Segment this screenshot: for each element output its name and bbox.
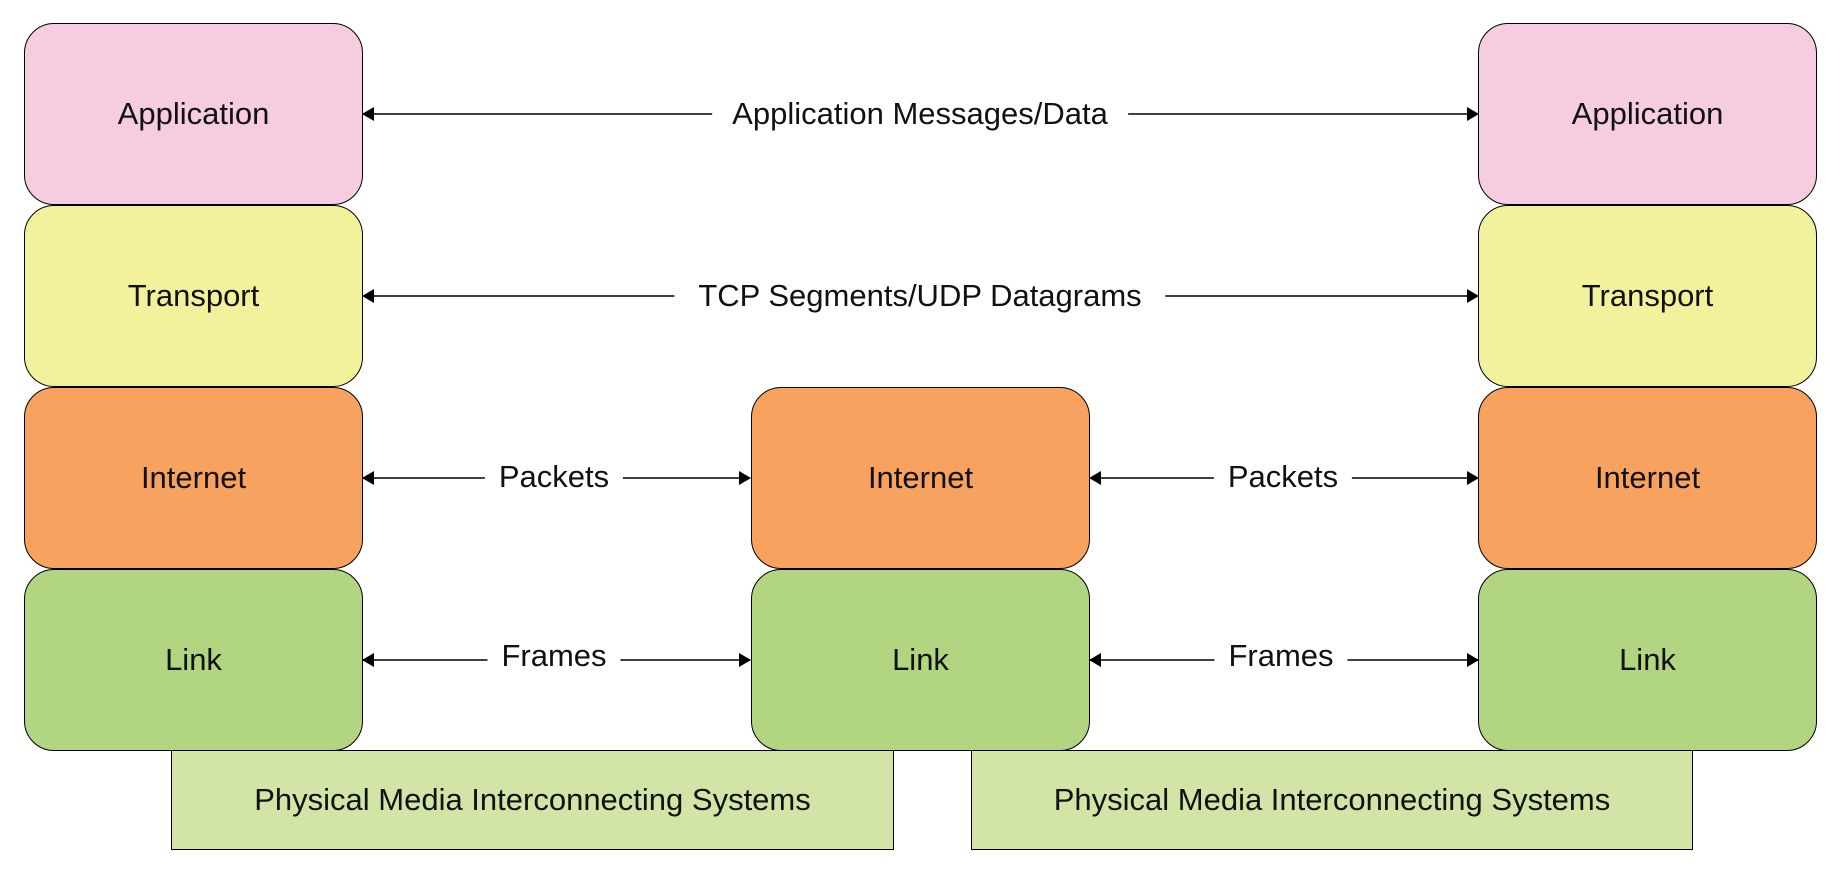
right-application-layer: Application <box>1478 23 1817 205</box>
packets-right-label: Packets <box>1213 459 1353 495</box>
middle-internet-layer: Internet <box>751 387 1090 569</box>
right-link-layer: Link <box>1478 569 1817 751</box>
right-internet-layer: Internet <box>1478 387 1817 569</box>
middle-link-layer: Link <box>751 569 1090 751</box>
left-link-layer: Link <box>24 569 363 751</box>
left-application-layer: Application <box>24 23 363 205</box>
frames-right-label: Frames <box>1214 638 1348 674</box>
application-messages-label: Application Messages/Data <box>712 96 1128 132</box>
transport-segments-label: TCP Segments/UDP Datagrams <box>674 278 1166 314</box>
physical-media-left: Physical Media Interconnecting Systems <box>171 750 894 850</box>
packets-left-label: Packets <box>484 459 624 495</box>
right-transport-layer: Transport <box>1478 205 1817 387</box>
physical-media-right: Physical Media Interconnecting Systems <box>971 750 1693 850</box>
left-internet-layer: Internet <box>24 387 363 569</box>
left-transport-layer: Transport <box>24 205 363 387</box>
frames-left-label: Frames <box>487 638 621 674</box>
